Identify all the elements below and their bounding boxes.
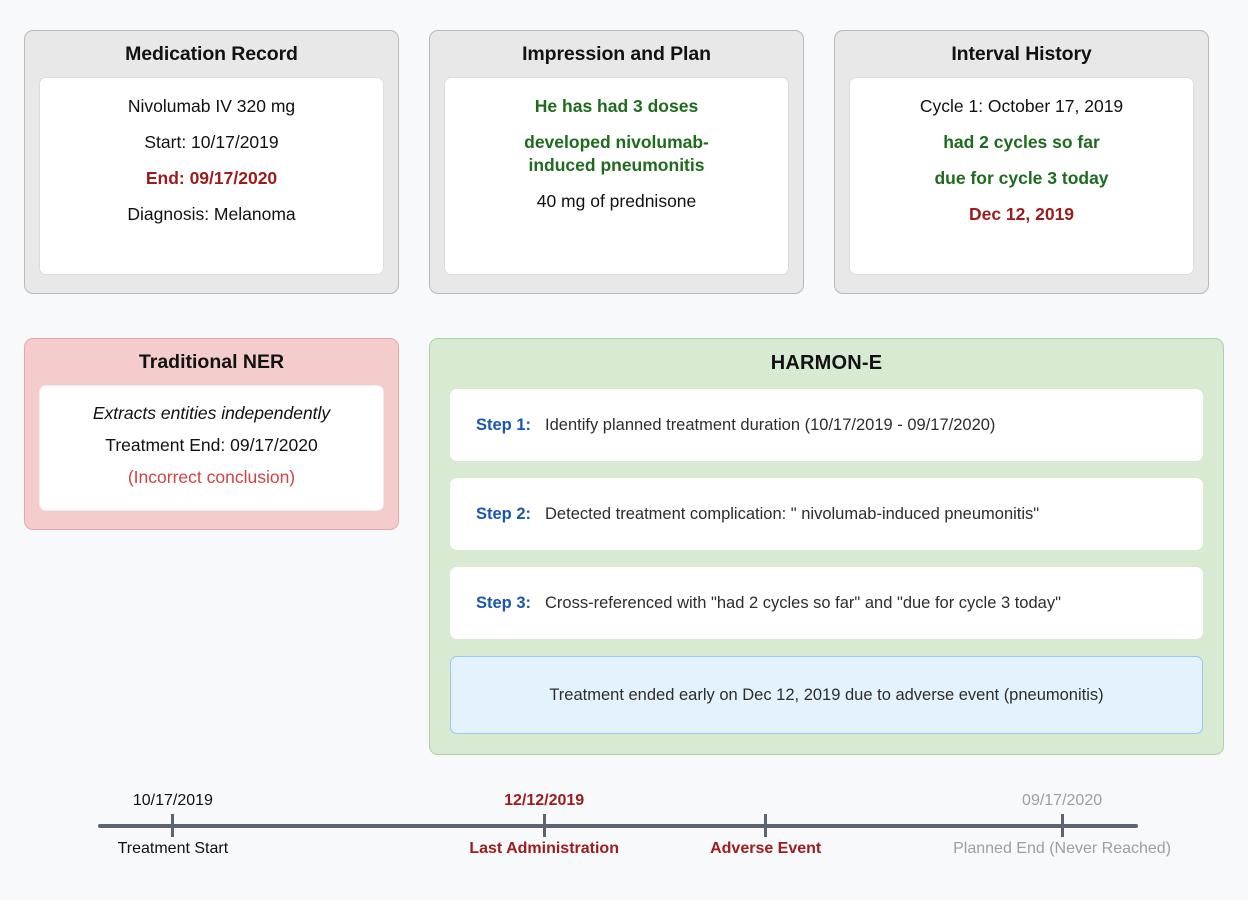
reasoning-step-1: Step 1: Identify planned treatment durat… [450, 389, 1203, 461]
card-body-impression-and-plan: He has had 3 doses developed nivolumab-i… [444, 77, 789, 275]
card-title-interval-history: Interval History [951, 43, 1092, 65]
card-body-traditional-ner: Extracts entities independently Treatmen… [39, 385, 384, 511]
note-line-highlight-complication: developed nivolumab-induced pneumonitis [524, 132, 709, 176]
step-3-label: Step 3: [476, 593, 532, 612]
step-2-label: Step 2: [476, 504, 532, 523]
card-medication-record: Medication Record Nivolumab IV 320 mg St… [24, 30, 399, 294]
panel-title-harmon-e: HARMON-E [770, 352, 883, 374]
ner-description: Extracts entities independently [92, 403, 331, 423]
ner-verdict: (Incorrect conclusion) [127, 467, 296, 487]
card-impression-and-plan: Impression and Plan He has had 3 doses d… [429, 30, 804, 294]
card-interval-history: Interval History Cycle 1: October 17, 20… [834, 30, 1209, 294]
timeline-date: 10/17/2019 [132, 792, 213, 809]
step-1-text: Identify planned treatment duration (10/… [545, 415, 996, 434]
timeline-tick-icon [171, 814, 175, 837]
note-line-highlight-visit-date: Dec 12, 2019 [968, 204, 1075, 225]
timeline-tick-icon [542, 814, 546, 837]
timeline-date: 12/12/2019 [504, 792, 585, 809]
card-body-medication-record: Nivolumab IV 320 mg Start: 10/17/2019 En… [39, 77, 384, 275]
reasoning-step-3: Step 3: Cross-referenced with "had 2 cyc… [450, 567, 1203, 639]
timeline-label: Adverse Event [710, 840, 822, 857]
harmon-conclusion-text: Treatment ended early on Dec 12, 2019 du… [549, 685, 1104, 704]
timeline-axis [98, 824, 1138, 828]
timeline-tick-icon [764, 814, 768, 837]
note-line: Nivolumab IV 320 mg [127, 96, 296, 116]
timeline-label: Treatment Start [117, 840, 229, 857]
source-cards-row: Medication Record Nivolumab IV 320 mg St… [24, 30, 1224, 294]
card-title-medication-record: Medication Record [125, 43, 298, 65]
card-traditional-ner: Traditional NER Extracts entities indepe… [24, 338, 399, 530]
card-title-traditional-ner: Traditional NER [138, 351, 285, 373]
panel-harmon-e: HARMON-E Step 1: Identify planned treatm… [429, 338, 1224, 755]
note-line: Diagnosis: Melanoma [127, 204, 296, 225]
step-2-text: Detected treatment complication: " nivol… [545, 504, 1040, 523]
treatment-timeline: 10/17/2019 Treatment Start 12/12/2019 La… [98, 786, 1171, 876]
reasoning-step-2: Step 2: Detected treatment complication:… [450, 478, 1203, 550]
ner-extracted-value: Treatment End: 09/17/2020 [105, 435, 318, 455]
note-line-highlight-end-date: End: 09/17/2020 [145, 168, 278, 189]
timeline-label: Last Administration [469, 840, 619, 857]
note-line-highlight-due-cycle: due for cycle 3 today [934, 168, 1109, 189]
timeline-date: 09/17/2020 [1022, 792, 1103, 809]
card-title-impression-and-plan: Impression and Plan [522, 43, 711, 65]
note-line: 40 mg of prednisone [536, 191, 697, 212]
harmon-conclusion-box: Treatment ended early on Dec 12, 2019 du… [450, 656, 1203, 734]
note-line-highlight-doses: He has had 3 doses [534, 96, 699, 116]
note-line: Start: 10/17/2019 [144, 132, 279, 153]
step-1-label: Step 1: [476, 415, 532, 434]
comparison-row: Traditional NER Extracts entities indepe… [24, 338, 1224, 755]
step-3-text: Cross-referenced with "had 2 cycles so f… [545, 593, 1061, 612]
note-line-highlight-cycles: had 2 cycles so far [943, 132, 1100, 153]
card-body-interval-history: Cycle 1: October 17, 2019 had 2 cycles s… [849, 77, 1194, 275]
note-line: Cycle 1: October 17, 2019 [919, 96, 1124, 116]
timeline-tick-icon [1060, 814, 1064, 837]
timeline-label: Planned End (Never Reached) [953, 840, 1172, 857]
